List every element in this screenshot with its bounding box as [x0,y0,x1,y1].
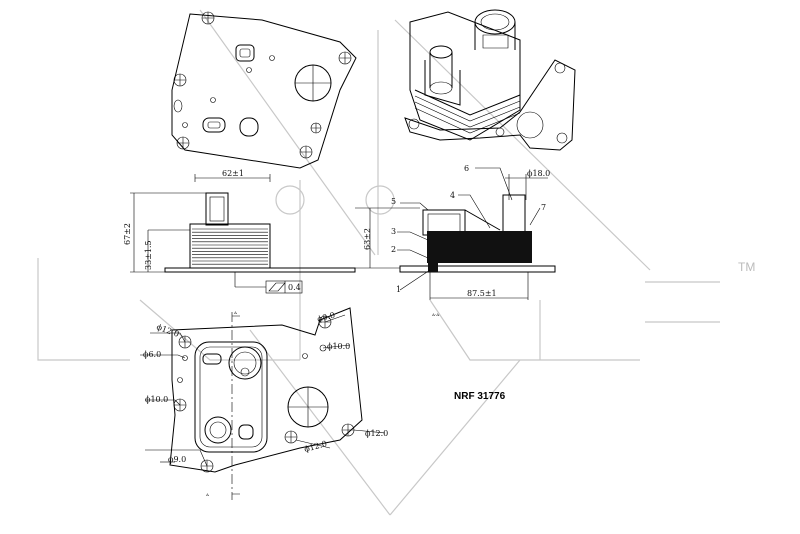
bolt-hole [338,51,352,65]
callout-3: 3 [391,227,396,236]
pipe-dia-dim: ϕ18.0 [527,169,550,178]
section-mark-top: A [233,310,237,315]
isometric-view [404,9,576,151]
hole-dim: ϕ9.0 [168,455,186,464]
outlet-pipe [474,9,516,50]
callout-5: 5 [391,197,396,206]
side-inner-dim: 33±1.5 [144,240,153,270]
section-mark-bottom: A [205,492,209,497]
callout-7: 7 [541,203,546,212]
section-view: ϕ18.0 63±2 87.5±1 A-A 5 3 2 1 4 6 7 [355,164,556,317]
side-view: 62±1 67±2 33±1.5 0.4 [123,169,356,294]
part-number: NRF 31776 [454,391,506,402]
bolt-hole [201,11,215,25]
hole-dim: ϕ12.0 [365,429,388,438]
callout-2: 2 [391,245,396,254]
hole-dim: ϕ10.0 [145,395,168,404]
bolt-hole [299,145,313,159]
hole-dim: ϕ12.0 [303,439,328,454]
hole-dim: ϕ12.0 [155,322,180,338]
side-width-dim: 62±1 [222,169,244,178]
flatness-value: 0.4 [288,283,301,292]
side-height-dim: 67±2 [123,223,132,245]
callout-6: 6 [464,164,469,173]
hole-dim: ϕ6.0 [143,350,161,359]
section-width-dim: 87.5±1 [467,289,497,298]
section-height-dim: 63±2 [363,228,372,250]
bolt-hole [284,430,298,444]
top-view [171,11,357,169]
callout-4: 4 [450,191,455,200]
fins [192,228,268,265]
bolt-hole [310,122,322,134]
hole-dim: ϕ10.0 [327,342,350,351]
bolt-hole [341,423,355,437]
section-label: A-A [431,312,439,317]
watermark [37,9,720,516]
bottom-view: A A ϕ12.0 ϕ6.0 ϕ10.0 ϕ9.0 ϕ9.0 ϕ10.0 ϕ12… [140,307,388,500]
bolt-hole [173,73,187,87]
trademark: TM [738,260,755,274]
inlet-pipe [424,45,461,106]
callout-1: 1 [396,285,401,294]
bolt-hole [176,136,190,150]
